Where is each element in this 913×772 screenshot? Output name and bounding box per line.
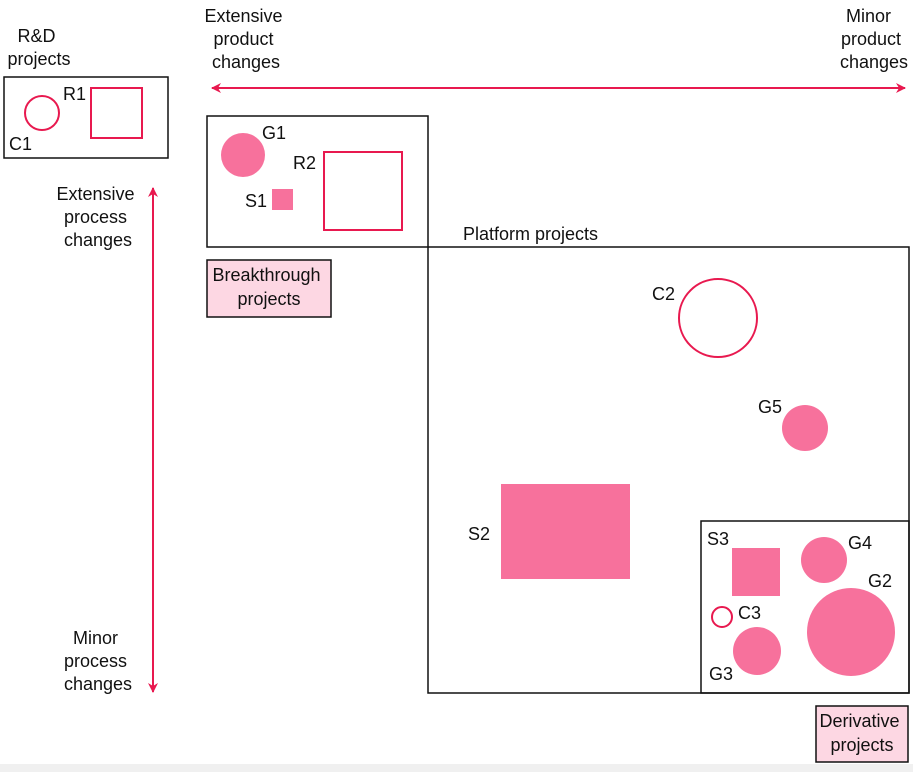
g3-project-circle bbox=[733, 627, 781, 675]
c3-project-circle bbox=[711, 606, 733, 628]
breakthrough-label-box bbox=[206, 259, 332, 318]
g3-label: G3 bbox=[709, 664, 733, 684]
g1-label: G1 bbox=[262, 123, 286, 143]
c1-label: C1 bbox=[9, 134, 32, 154]
s2-label: S2 bbox=[468, 524, 490, 544]
platform-label: Platform projects bbox=[463, 224, 598, 244]
g2-project-circle bbox=[807, 588, 895, 676]
bottom-margin-strip bbox=[0, 764, 913, 772]
g1-project-circle bbox=[221, 133, 265, 177]
r2-project-square bbox=[323, 151, 403, 231]
breakthrough-label: Breakthrough projects bbox=[212, 265, 325, 309]
g4-label: G4 bbox=[848, 533, 872, 553]
rd-heading: R&D projects bbox=[7, 26, 70, 69]
minor-product-heading: Minor product changes bbox=[840, 6, 908, 72]
s2-project-rectangle bbox=[501, 484, 630, 579]
derivative-region-box bbox=[700, 520, 910, 694]
r2-label: R2 bbox=[293, 153, 316, 173]
c2-project-circle bbox=[678, 278, 758, 358]
derivative-label-box bbox=[815, 705, 909, 763]
g5-project-circle bbox=[782, 405, 828, 451]
s1-label: S1 bbox=[245, 191, 267, 211]
extensive-process-heading: Extensive process changes bbox=[56, 184, 139, 250]
s3-project-square bbox=[732, 548, 780, 596]
c3-label: C3 bbox=[738, 603, 761, 623]
derivative-label: Derivative projects bbox=[819, 711, 904, 755]
c1-project-circle bbox=[24, 95, 60, 131]
minor-process-heading: Minor process changes bbox=[64, 628, 132, 694]
r1-label: R1 bbox=[63, 84, 86, 104]
r1-project-square bbox=[90, 87, 143, 139]
s1-project-square bbox=[272, 189, 293, 210]
s3-label: S3 bbox=[707, 529, 729, 549]
rd-projects-box bbox=[3, 76, 169, 159]
platform-region-box bbox=[427, 246, 910, 694]
c2-label: C2 bbox=[652, 284, 675, 304]
g4-project-circle bbox=[801, 537, 847, 583]
g2-label: G2 bbox=[868, 571, 892, 591]
breakthrough-region-box bbox=[206, 115, 429, 248]
extensive-product-heading: Extensive product changes bbox=[204, 6, 287, 72]
g5-label: G5 bbox=[758, 397, 782, 417]
